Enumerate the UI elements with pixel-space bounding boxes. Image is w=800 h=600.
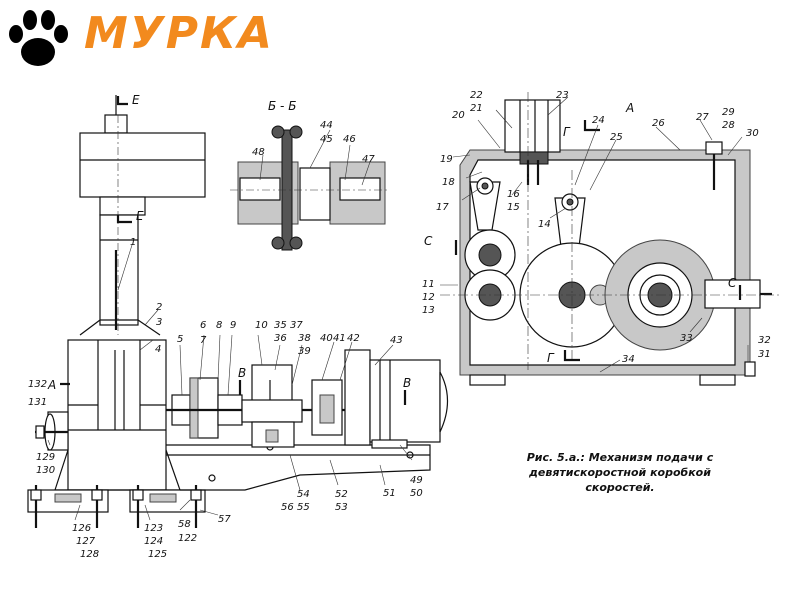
mark-g-top: Г <box>563 125 571 139</box>
callout-53: 53 <box>335 502 348 513</box>
callout-3: 3 <box>156 317 162 328</box>
callout-131: 131 <box>28 397 47 408</box>
callout-48: 48 <box>252 147 265 158</box>
callout-35: 35 <box>274 320 287 331</box>
mark-e-top: Е <box>132 93 140 107</box>
callout-50: 50 <box>410 488 423 499</box>
caption-line-2: девятискоростной коробкой <box>529 466 711 479</box>
callout-10: 10 <box>255 320 268 331</box>
callout-124: 124 <box>144 536 163 547</box>
section-b-b-label: Б - Б <box>268 99 296 113</box>
callout-4: 4 <box>155 344 161 355</box>
callout-9: 9 <box>230 320 236 331</box>
callout-125: 125 <box>148 549 167 560</box>
callout-18: 18 <box>442 177 455 188</box>
callout-46: 46 <box>343 134 356 145</box>
callout-36: 36 <box>274 333 287 344</box>
callout-128: 128 <box>80 549 99 560</box>
callout-127: 127 <box>76 536 96 547</box>
gearbox-view-a <box>440 92 780 386</box>
callout-45: 45 <box>320 134 333 145</box>
callout-2: 2 <box>156 302 162 313</box>
callout-16: 16 <box>507 189 520 200</box>
callout-40: 40 <box>320 333 333 344</box>
section-marks: Е Е А В В С С Г Г Б - Б А <box>47 93 742 405</box>
callout-43: 43 <box>390 335 403 346</box>
callout-29: 29 <box>722 107 735 118</box>
callout-49: 49 <box>410 475 423 486</box>
section-b-b <box>230 125 390 251</box>
callout-57: 57 <box>218 514 231 525</box>
logo: МУРКА <box>0 0 320 80</box>
callout-11: 11 <box>422 279 435 290</box>
mark-c-left: С <box>424 234 433 248</box>
callout-21: 21 <box>470 103 483 114</box>
callout-44: 44 <box>320 120 333 131</box>
callout-132: 132 <box>28 379 47 390</box>
callout-8: 8 <box>216 320 222 331</box>
callout-126: 126 <box>72 523 91 534</box>
callout-30: 30 <box>746 128 759 139</box>
logo-text: МУРКА <box>84 8 274 59</box>
callout-56: 56 <box>281 502 294 513</box>
callout-129: 129 <box>36 452 55 463</box>
callout-25: 25 <box>610 132 623 143</box>
callout-47: 47 <box>362 154 375 165</box>
callout-55: 55 <box>297 502 310 513</box>
callout-26: 26 <box>652 118 665 129</box>
mark-a-left: А <box>47 378 56 392</box>
callout-1: 1 <box>130 237 136 248</box>
callout-52: 52 <box>335 489 348 500</box>
callout-122: 122 <box>178 533 197 544</box>
mark-c-right: С <box>728 276 737 290</box>
mark-e-mid: Е <box>136 209 144 223</box>
callout-34: 34 <box>622 354 635 365</box>
callout-12: 12 <box>422 292 435 303</box>
caption-line-3: скоростей. <box>585 481 655 494</box>
callout-32: 32 <box>758 335 771 346</box>
callout-130: 130 <box>36 465 55 476</box>
callout-123: 123 <box>144 523 163 534</box>
callout-54: 54 <box>297 489 310 500</box>
callout-38: 38 <box>298 333 311 344</box>
mark-v1: В <box>238 366 246 380</box>
callout-33: 33 <box>680 333 693 344</box>
callout-15: 15 <box>507 202 520 213</box>
paw-print-icon <box>9 10 68 66</box>
callouts: 1 2 3 4 5 6 7 8 9 10 11 12 13 14 15 16 1… <box>28 90 771 560</box>
caption-line-1: Рис. 5.а.: Механизм подачи с <box>526 451 714 464</box>
callout-7: 7 <box>200 335 207 346</box>
callout-23: 23 <box>556 90 569 101</box>
callout-28: 28 <box>722 120 735 131</box>
callout-51: 51 <box>383 488 396 499</box>
callout-6: 6 <box>200 320 206 331</box>
column-assembly <box>27 95 206 528</box>
callout-39: 39 <box>298 346 311 357</box>
callout-41: 41 <box>333 333 346 344</box>
drive-train <box>166 349 449 491</box>
mark-v2: В <box>403 376 411 390</box>
mark-g-bottom: Г <box>547 351 555 365</box>
view-a-label: А <box>625 101 634 115</box>
leader-lines <box>47 96 749 521</box>
callout-31: 31 <box>758 349 771 360</box>
callout-20: 20 <box>452 110 465 121</box>
callout-58: 58 <box>178 519 191 530</box>
callout-42: 42 <box>347 333 360 344</box>
callout-17: 17 <box>436 202 449 213</box>
figure-caption: Рис. 5.а.: Механизм подачи с девятискоро… <box>505 450 735 495</box>
callout-27: 27 <box>696 112 709 123</box>
callout-5: 5 <box>177 334 183 345</box>
callout-14: 14 <box>538 219 551 230</box>
callout-13: 13 <box>422 305 435 316</box>
callout-22: 22 <box>470 90 483 101</box>
callout-37: 37 <box>290 320 303 331</box>
callout-19: 19 <box>440 154 453 165</box>
callout-24: 24 <box>592 115 605 126</box>
